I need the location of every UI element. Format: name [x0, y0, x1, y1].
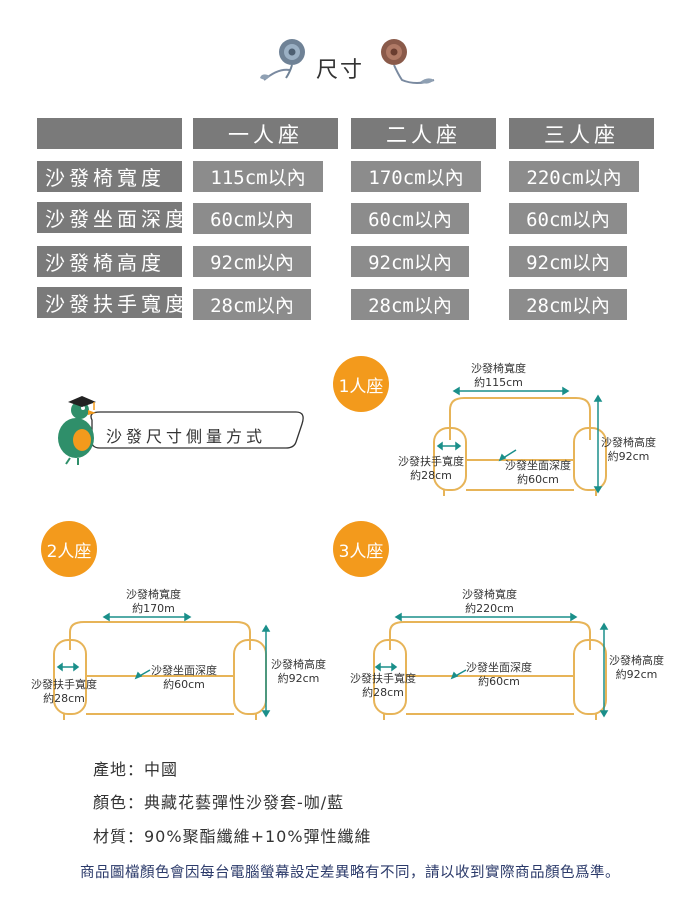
badge-two-seat: 2人座 [41, 521, 97, 577]
table-row-label: 沙發扶手寬度 [37, 287, 185, 318]
diagram1-height-label: 沙發椅高度約92cm [601, 436, 656, 463]
table-cell: 28cm以內 [193, 289, 311, 320]
color-notice: 商品圖檔顏色會因每台電腦螢幕設定差異略有不同，請以收到實際商品顏色爲準。 [80, 865, 620, 881]
diagram1-depth-label: 沙發坐面深度約60cm [505, 459, 571, 486]
measure-title: 沙發尺寸側量方式 [106, 427, 267, 446]
sofa-outline-icon [433, 386, 607, 496]
info-color: 顏色：典藏花藝彈性沙發套-咖/藍 [93, 793, 345, 812]
diagram2-arm-label: 沙發扶手寬度約28cm [31, 678, 97, 705]
rose-left-icon [260, 39, 305, 81]
graduate-bird-icon [58, 396, 96, 465]
table-row-label: 沙發椅寬度 [37, 161, 182, 192]
sofa-outline-icon [53, 612, 271, 720]
table-cell: 220cm以內 [509, 161, 639, 192]
table-cell: 60cm以內 [351, 203, 469, 234]
size-title: 尺寸 [316, 58, 365, 83]
diagram2-depth-label: 沙發坐面深度約60cm [151, 664, 217, 691]
table-corner-cell [37, 118, 182, 149]
table-cell: 115cm以內 [193, 161, 323, 192]
table-header-1: 一人座 [193, 118, 338, 149]
diagram3-depth-label: 沙發坐面深度約60cm [466, 661, 532, 688]
table-cell: 92cm以內 [351, 246, 469, 277]
rose-right-icon [381, 39, 435, 84]
table-row-label: 沙發坐面深度 [37, 202, 185, 233]
table-cell: 92cm以內 [509, 246, 627, 277]
table-cell: 28cm以內 [351, 289, 469, 320]
diagram3-arm-label: 沙發扶手寬度約28cm [350, 672, 416, 699]
table-cell: 60cm以內 [509, 203, 627, 234]
badge-three-seat: 3人座 [333, 521, 389, 577]
table-cell: 170cm以內 [351, 161, 481, 192]
diagram3-height-label: 沙發椅高度約92cm [609, 654, 664, 681]
table-cell: 92cm以內 [193, 246, 311, 277]
measure-bubble [58, 396, 304, 465]
badge-one-seat: 1人座 [333, 356, 389, 412]
diagram3-width-label: 沙發椅寬度約220cm [462, 588, 517, 615]
diagram1-width-label: 沙發椅寬度約115cm [471, 362, 526, 389]
size-title-section: 尺寸 [250, 30, 450, 100]
info-material: 材質：90%聚酯纖維+10%彈性纖維 [93, 827, 372, 846]
sofa-outline-icon [373, 612, 609, 720]
diagram2-height-label: 沙發椅高度約92cm [271, 658, 326, 685]
diagram2-width-label: 沙發椅寬度約170m [126, 588, 181, 615]
info-origin: 產地：中國 [93, 760, 179, 779]
table-cell: 28cm以內 [509, 289, 627, 320]
table-cell: 60cm以內 [193, 203, 311, 234]
table-header-2: 二人座 [351, 118, 496, 149]
table-header-3: 三人座 [509, 118, 654, 149]
table-row-label: 沙發椅高度 [37, 246, 182, 277]
diagram1-arm-label: 沙發扶手寬度約28cm [398, 455, 464, 482]
